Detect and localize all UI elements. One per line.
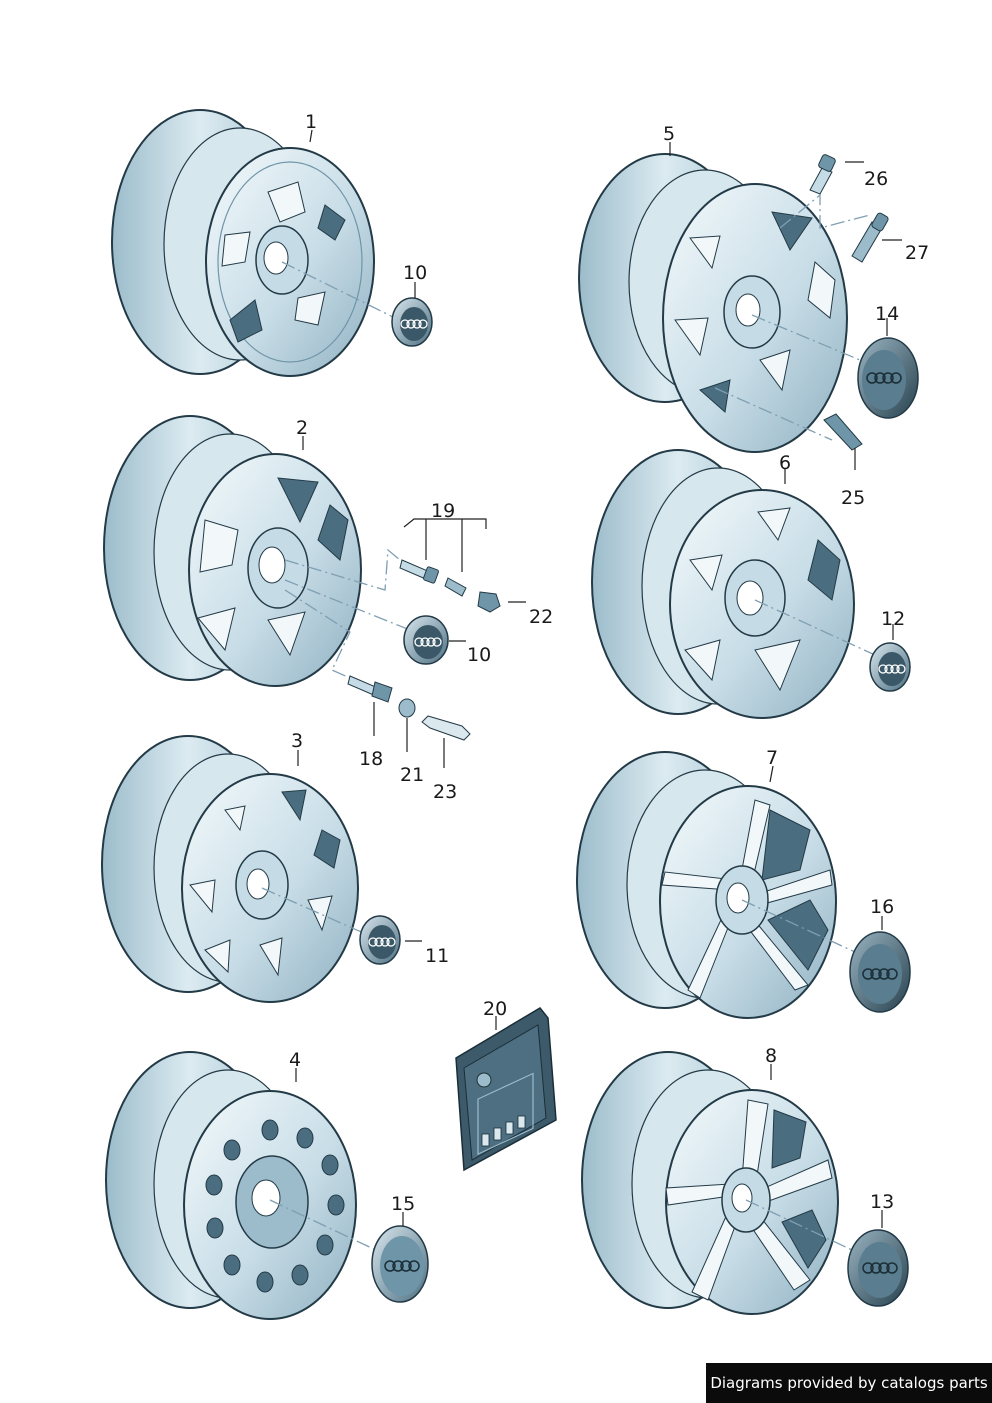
center-cap-11	[359, 915, 401, 965]
valve-stem-19	[399, 559, 467, 597]
callout-11: 11	[425, 945, 449, 967]
callout-22: 22	[529, 606, 553, 628]
leader-wheel7-cap	[741, 899, 856, 953]
callout-16: 16	[870, 896, 894, 918]
leader-wheel5-bolts	[779, 193, 871, 229]
four-rings-logo-icon	[862, 968, 898, 980]
four-rings-logo-icon	[384, 1260, 420, 1272]
wheel-1	[111, 109, 375, 377]
callout-27: 27	[905, 242, 929, 264]
center-cap-10a	[391, 297, 433, 347]
wheel-5	[578, 153, 848, 453]
center-cap-10b	[403, 615, 449, 665]
callout-6: 6	[779, 452, 791, 474]
leader-wheel6-cap	[754, 599, 876, 656]
callout-23: 23	[433, 781, 457, 803]
leader-wheel2-valve	[284, 548, 401, 591]
callout-12: 12	[881, 608, 905, 630]
wheel-4	[105, 1051, 357, 1320]
four-rings-logo-icon	[368, 937, 396, 947]
center-cap-15	[371, 1225, 429, 1303]
leader-wheel2-cap	[284, 579, 411, 631]
credit-banner[interactable]: Diagrams provided by catalogs parts	[706, 1363, 992, 1403]
leader-wheel1-cap	[281, 261, 396, 319]
bolt-27	[851, 212, 889, 263]
callout-25: 25	[841, 487, 865, 509]
center-cap-16	[849, 931, 911, 1013]
callout-7: 7	[766, 747, 778, 769]
leader-wheel2-bolt	[284, 589, 351, 679]
leader-lines	[295, 129, 902, 1228]
four-rings-logo-icon	[862, 1262, 898, 1274]
center-cap-13	[847, 1229, 909, 1307]
callout-20: 20	[483, 998, 507, 1020]
callout-15: 15	[391, 1193, 415, 1215]
clip-23	[421, 715, 471, 741]
parts-kit-bag-20	[455, 1007, 557, 1172]
valve-cap-22	[477, 591, 501, 613]
callout-10b: 10	[467, 644, 491, 666]
bracket-19	[403, 518, 487, 529]
wheel-7	[576, 751, 837, 1019]
center-cap-14	[857, 337, 919, 419]
center-cap-12	[869, 642, 911, 692]
nut-21	[398, 698, 416, 718]
callout-5: 5	[663, 123, 675, 145]
leader-wheel5-clip	[714, 387, 833, 441]
four-rings-logo-icon	[414, 637, 442, 647]
four-rings-logo-icon	[866, 372, 902, 384]
wheel-8	[581, 1051, 839, 1315]
leader-wheel3-cap	[261, 887, 369, 936]
callout-10a: 10	[403, 262, 427, 284]
callout-26: 26	[864, 168, 888, 190]
callout-8: 8	[765, 1045, 777, 1067]
callout-labels: 1 10 5 26 27 14 25 2 19 22 10 6 12 18 21…	[289, 111, 929, 1215]
clip-25	[823, 413, 863, 451]
wheel-6	[591, 449, 855, 719]
wheel-bolt-18	[347, 675, 393, 703]
wheel-2	[103, 415, 362, 687]
leader-wheel8-cap	[745, 1199, 853, 1251]
callout-19: 19	[431, 500, 455, 522]
callout-18: 18	[359, 748, 383, 770]
callout-3: 3	[291, 730, 303, 752]
callout-14: 14	[875, 303, 899, 325]
bolt-26	[809, 154, 836, 195]
callout-2: 2	[296, 417, 308, 439]
callout-21: 21	[400, 764, 424, 786]
callout-1: 1	[305, 111, 317, 133]
callout-13: 13	[870, 1191, 894, 1213]
leader-wheel5-cap	[751, 314, 861, 361]
wheel-3	[101, 735, 359, 1003]
four-rings-logo-icon	[878, 664, 906, 674]
callout-4: 4	[289, 1049, 301, 1071]
four-rings-logo-icon	[400, 319, 428, 329]
leader-wheel4-cap	[269, 1199, 381, 1253]
